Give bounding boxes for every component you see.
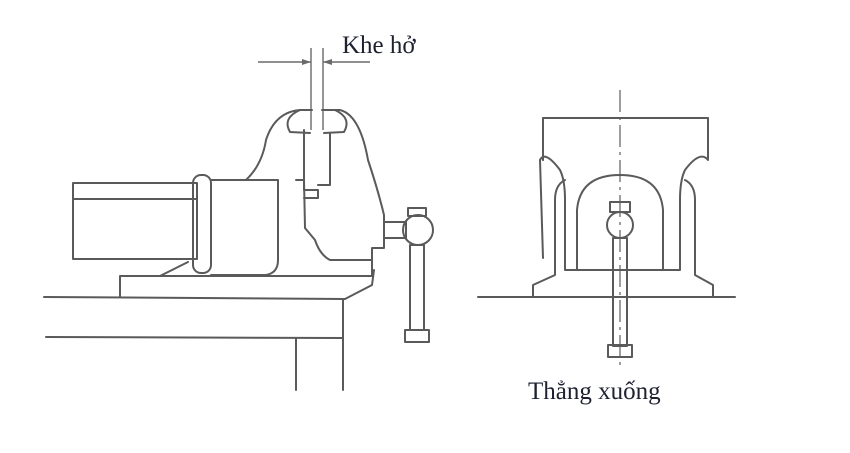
gap-dimension (258, 48, 370, 130)
body-right (684, 179, 714, 298)
movable-jaw-body (210, 179, 279, 276)
front-handle (606, 201, 634, 358)
inner-arch (576, 174, 664, 271)
vice-base (119, 259, 373, 298)
jaw-cap-left (286, 109, 311, 134)
jaw-plate-left (303, 129, 319, 199)
jaw-plate-right (317, 132, 331, 186)
label-straight-down: Thẳng xuống (528, 378, 661, 405)
slide-bar (72, 182, 198, 260)
label-gap: Khe hở (342, 32, 416, 59)
base-slope (159, 261, 189, 277)
body-left (532, 179, 566, 298)
front-view (477, 90, 736, 370)
collar (192, 174, 212, 274)
workbench (43, 269, 375, 391)
jaw-cap-right (323, 109, 348, 134)
jaw-block (539, 117, 709, 271)
fixed-jaw-body (245, 109, 385, 261)
side-view (43, 48, 434, 391)
vice-handle (383, 207, 434, 343)
